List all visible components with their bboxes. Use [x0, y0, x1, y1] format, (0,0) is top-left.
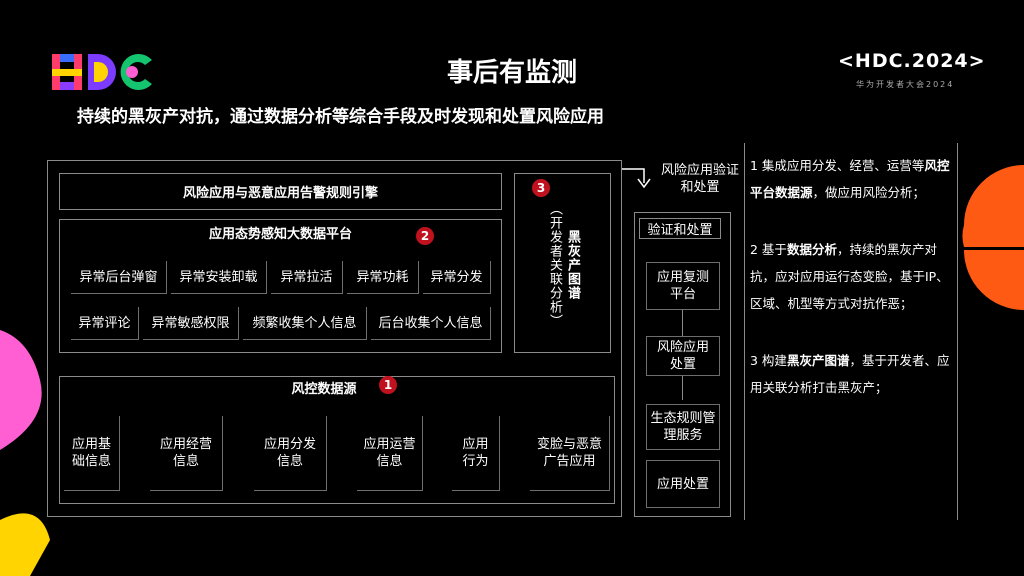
- graph-box: [514, 173, 611, 353]
- platform-item: 异常评论: [71, 307, 139, 340]
- platform-item: 异常后台弹窗: [71, 261, 167, 294]
- note-1: 1 集成应用分发、经营、运营等风控平台数据源，做应用风险分析；: [750, 158, 950, 200]
- page-title: 事后有监测: [446, 58, 577, 88]
- platform-item: 异常拉活: [271, 261, 343, 294]
- datasource-item: 应用运营信息: [357, 416, 423, 491]
- platform-title: 应用态势感知大数据平台: [208, 227, 352, 242]
- datasource-box: [59, 376, 615, 504]
- flow-arrow-icon: [622, 168, 651, 189]
- datasource-item: 应用基础信息: [64, 416, 120, 491]
- platform-item: 异常功耗: [347, 261, 419, 294]
- platform-item: 异常分发: [423, 261, 491, 294]
- hdc-logo: [52, 54, 152, 90]
- verify-arrow-label: 风险应用验证和处置: [660, 163, 739, 195]
- platform-box: [59, 219, 502, 353]
- verify-box: [634, 212, 731, 517]
- datasource-title: 风控数据源: [291, 382, 357, 397]
- datasource-badge: 1: [379, 376, 397, 394]
- platform-item: 频繁收集个人信息: [243, 307, 367, 340]
- graph-title: 黑灰产图谱: [565, 230, 580, 300]
- verify-step: 应用复测平台: [646, 262, 720, 310]
- verify-step: 风险应用处置: [646, 336, 720, 376]
- datasource-item: 应用行为: [452, 416, 500, 491]
- platform-item: 后台收集个人信息: [371, 307, 491, 340]
- datasource-item: 应用分发信息: [254, 416, 327, 491]
- event-caption: 华为开发者大会2024: [856, 80, 955, 89]
- platform-item: 异常安装卸载: [171, 261, 267, 294]
- page-subtitle: 持续的黑灰产对抗，通过数据分析等综合手段及时发现和处置风险应用: [77, 107, 604, 127]
- platform-item: 异常敏感权限: [143, 307, 239, 340]
- rule-engine-box: 风险应用与恶意应用告警规则引擎: [59, 173, 502, 210]
- graph-subtitle: （开发者关联分析）: [547, 202, 562, 328]
- note-2: 2 基于数据分析，持续的黑灰产对抗，应对应用运行态变脸，基于IP、区域、机型等方…: [750, 242, 949, 311]
- verify-step: 应用处置: [646, 460, 720, 508]
- notes-box: [744, 143, 958, 520]
- event-logo: <HDC.2024>: [838, 50, 986, 72]
- note-3: 3 构建黑灰产图谱，基于开发者、应用关联分析打击黑灰产；: [750, 353, 950, 395]
- datasource-item: 应用经营信息: [150, 416, 223, 491]
- rule-engine-label: 风险应用与恶意应用告警规则引擎: [182, 186, 378, 201]
- platform-badge: 2: [416, 227, 434, 245]
- verify-title-box: 验证和处置: [639, 218, 721, 239]
- notes-text: 1 集成应用分发、经营、运营等风控平台数据源，做应用风险分析； 2 基于数据分析…: [750, 152, 955, 401]
- datasource-item: 变脸与恶意广告应用: [530, 416, 610, 491]
- graph-badge: 3: [532, 179, 550, 197]
- verify-step: 生态规则管理服务: [646, 404, 720, 450]
- architecture-frame: [47, 160, 622, 517]
- verify-title: 验证和处置: [647, 223, 713, 238]
